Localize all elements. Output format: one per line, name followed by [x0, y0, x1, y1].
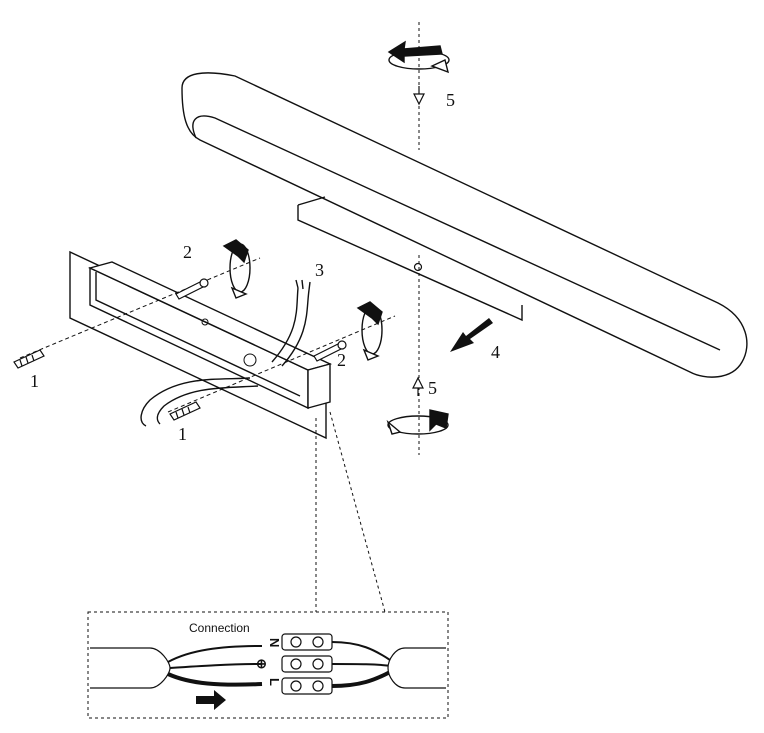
terminal-n-label: N — [267, 638, 282, 647]
screw-top-icon — [175, 278, 209, 300]
callout-2-left: 2 — [183, 242, 192, 262]
callout-3: 3 — [315, 260, 324, 280]
wire-n-out — [331, 641, 391, 661]
axis-left-top — [19, 257, 261, 359]
wire-l-out — [331, 670, 391, 688]
fixing-screw-bottom-icon — [412, 376, 424, 396]
terminal-pe-label: ⊕ — [256, 656, 267, 671]
callout-5-top: 5 — [446, 90, 455, 110]
wire-pe-in — [169, 663, 263, 669]
bracket-hole — [201, 318, 209, 326]
dowel-bottom-icon — [169, 401, 201, 421]
connection-panel: Connection N ⊕ L — [87, 611, 449, 719]
callout-4: 4 — [491, 342, 500, 362]
wall-bracket — [69, 250, 333, 440]
lamp-screw-hole — [413, 262, 423, 272]
rotate-arrow-right-icon — [356, 301, 383, 361]
rotate-arrow-bottom-icon — [386, 409, 449, 435]
rotate-arrow-top-icon — [387, 40, 450, 74]
leader-right — [329, 411, 386, 613]
lamp-body — [181, 72, 748, 378]
fixing-screw-top-icon — [413, 86, 425, 106]
callout-1-bottom: 1 — [178, 424, 187, 444]
connection-title: Connection — [189, 621, 250, 635]
incoming-cable — [90, 647, 171, 689]
bracket-cable-hole — [243, 353, 257, 367]
callout-2-right: 2 — [337, 350, 346, 370]
slide-arrow-icon — [450, 318, 493, 352]
axis-left-bottom — [167, 315, 396, 413]
insert-direction-arrow-icon — [196, 690, 226, 710]
supply-cable — [140, 279, 311, 427]
rotate-arrow-left-icon — [222, 239, 251, 299]
callout-1-top: 1 — [30, 371, 39, 391]
outgoing-cable — [387, 647, 446, 689]
wire-n-in — [167, 645, 263, 663]
callout-5-bottom: 5 — [428, 378, 437, 398]
wire-l-in — [167, 672, 263, 687]
terminal-block — [281, 633, 333, 695]
dowel-top-icon — [13, 349, 45, 369]
terminal-l-label: L — [267, 678, 282, 686]
screw-bottom-icon — [313, 340, 347, 362]
